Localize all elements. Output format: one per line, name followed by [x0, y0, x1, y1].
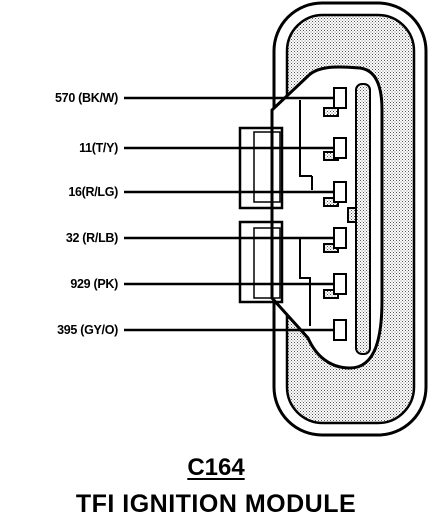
terminal-395	[333, 319, 347, 341]
connector-title: TFI IGNITION MODULE	[75, 490, 357, 518]
pin-label-16: 16(R/LG)	[68, 185, 118, 199]
pin-label-11: 11(T/Y)	[79, 141, 118, 155]
terminals	[333, 87, 347, 341]
bracket-upper-inner	[253, 131, 281, 203]
bracket-lower-outer	[238, 220, 284, 304]
terminal-32	[333, 227, 347, 249]
bracket-upper-outer	[238, 126, 284, 210]
pin-label-32: 32 (R/LB)	[65, 231, 118, 245]
leader-lines	[124, 96, 334, 332]
pin-label-570: 570 (BK/W)	[55, 91, 118, 105]
locking-tab	[355, 83, 371, 355]
bracket-lower-inner	[253, 227, 281, 299]
terminal-929	[333, 273, 347, 295]
pin-label-395: 395 (GY/O)	[57, 323, 118, 337]
terminal-16	[333, 181, 347, 203]
terminal-11	[333, 137, 347, 159]
terminal-570	[333, 87, 347, 109]
pin-label-929: 929 (PK)	[70, 277, 118, 291]
connector-id: C164	[187, 454, 245, 481]
